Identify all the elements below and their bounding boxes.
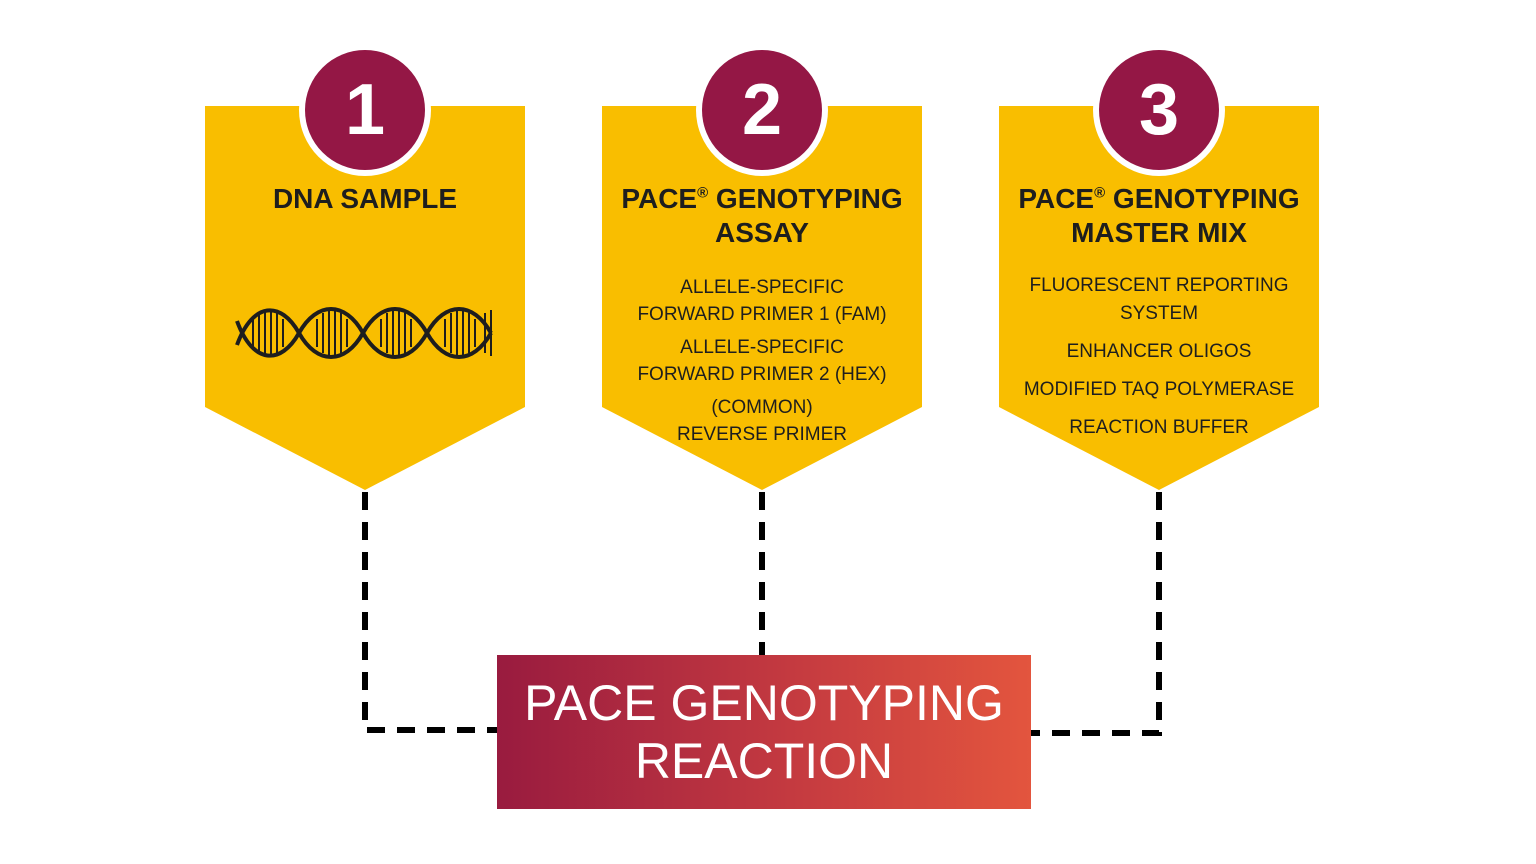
connector-step1	[362, 492, 497, 733]
list-item-line1: (COMMON)	[711, 397, 813, 418]
list-item-line2: FORWARD PRIMER 2 (HEX)	[637, 364, 887, 385]
step-card-dna-sample: 1 DNA SAMPLE	[205, 50, 525, 490]
list-item: (COMMON) REVERSE PRIMER	[602, 394, 922, 448]
component-list: ALLELE-SPECIFIC FORWARD PRIMER 1 (FAM) A…	[602, 274, 922, 454]
list-item: FLUORESCENT REPORTING SYSTEM	[1029, 275, 1289, 324]
step-title: DNA SAMPLE	[205, 182, 525, 216]
reaction-title-line1: PACE GENOTYPING	[524, 675, 1004, 731]
list-item-line1: ALLELE-SPECIFIC	[680, 277, 844, 298]
step-title: PACE® GENOTYPING MASTER MIX	[999, 182, 1319, 250]
step-title-rest: GENOTYPING	[1105, 183, 1300, 214]
step-number-badge: 1	[305, 50, 425, 170]
registered-mark: ®	[697, 184, 709, 202]
step-card-genotyping-assay: 2 PACE® GENOTYPING ASSAY ALLELE-SPECIFIC…	[602, 50, 922, 490]
step-card-master-mix: 3 PACE® GENOTYPING MASTER MIX FLUORESCEN…	[999, 50, 1319, 490]
step-title-line2: MASTER MIX	[1071, 217, 1247, 248]
step-title-text: DNA SAMPLE	[272, 183, 458, 214]
component-list: FLUORESCENT REPORTING SYSTEM ENHANCER OL…	[999, 272, 1319, 452]
list-item: MODIFIED TAQ POLYMERASE	[1023, 379, 1295, 400]
step-number: 3	[1138, 70, 1180, 150]
list-item: ALLELE-SPECIFIC FORWARD PRIMER 2 (HEX)	[602, 334, 922, 388]
step-number-badge: 2	[702, 50, 822, 170]
card-shape	[205, 106, 525, 490]
step-title-brand: PACE	[1018, 183, 1095, 214]
registered-mark: ®	[1094, 184, 1106, 202]
dna-double-helix-icon	[235, 307, 493, 359]
step-title-rest: GENOTYPING	[708, 183, 903, 214]
list-item: ENHANCER OLIGOS	[1066, 341, 1252, 362]
list-item-line2: REVERSE PRIMER	[677, 424, 847, 445]
list-item: REACTION BUFFER	[1069, 417, 1249, 438]
step-number-badge: 3	[1099, 50, 1219, 170]
connector-step3	[1031, 492, 1162, 736]
step-title-line2: ASSAY	[715, 217, 809, 248]
step-title-brand: PACE	[621, 183, 698, 214]
card-shape	[999, 106, 1319, 490]
list-item: ALLELE-SPECIFIC FORWARD PRIMER 1 (FAM)	[602, 274, 922, 328]
reaction-title-line2: REACTION	[634, 733, 894, 789]
card-shape	[602, 106, 922, 490]
list-item-line1: ALLELE-SPECIFIC	[680, 337, 844, 358]
step-number: 1	[344, 70, 386, 150]
genotyping-reaction-box: PACE GENOTYPING REACTION	[497, 655, 1031, 809]
step-title: PACE® GENOTYPING ASSAY	[602, 182, 922, 250]
list-item-line2: FORWARD PRIMER 1 (FAM)	[637, 304, 887, 325]
step-number: 2	[741, 70, 783, 150]
